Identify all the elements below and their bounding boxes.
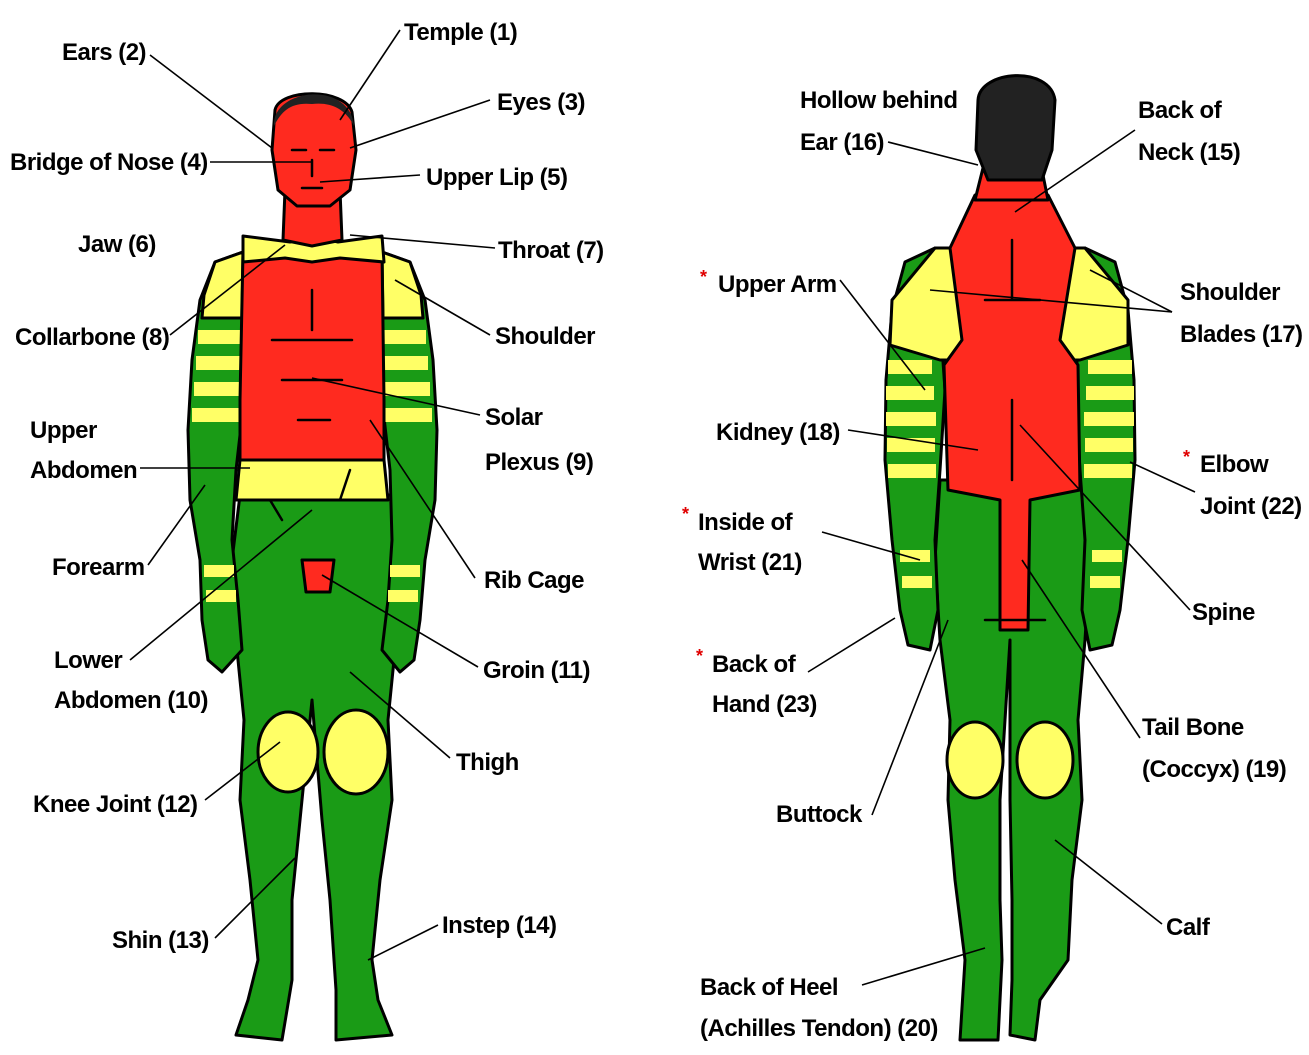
label-shin: Shin (13) <box>112 927 209 954</box>
label-throat: Throat (7) <box>498 237 604 264</box>
back-right-knee-region <box>947 722 1003 798</box>
label-hollow-behind-ear-1: Hollow behind <box>800 87 957 114</box>
marker-elbow-joint: * <box>1183 447 1190 467</box>
label-inside-of-wrist-1: Inside of <box>698 509 794 536</box>
back-left-knee-region <box>1017 722 1073 798</box>
label-spine: Spine <box>1192 599 1255 626</box>
label-shoulder-blades-1: Shoulder <box>1180 279 1280 306</box>
label-back-of-hand-2: Hand (23) <box>712 691 817 718</box>
front-figure <box>188 94 437 1040</box>
label-collarbone: Collarbone (8) <box>15 324 169 351</box>
label-upper-abdomen-2: Abdomen <box>30 457 137 484</box>
label-shoulder-blades-2: Blades (17) <box>1180 321 1303 348</box>
label-inside-of-wrist-2: Wrist (21) <box>698 549 802 576</box>
marker-upper-arm: * <box>700 267 707 287</box>
label-upper-abdomen-1: Upper <box>30 417 97 444</box>
label-eyes: Eyes (3) <box>497 89 585 116</box>
label-elbow-joint-2: Joint (22) <box>1200 493 1302 520</box>
label-back-of-heel-1: Back of Heel <box>700 974 838 1001</box>
label-groin: Groin (11) <box>483 657 590 684</box>
front-groin-region <box>302 560 334 592</box>
label-back-of-neck-1: Back of <box>1138 97 1223 124</box>
front-right-shoulder-cap <box>202 252 243 318</box>
label-upper-lip: Upper Lip (5) <box>426 164 568 191</box>
label-rib-cage: Rib Cage <box>484 567 584 594</box>
label-elbow-joint-1: Elbow <box>1200 451 1269 478</box>
label-tail-bone-2: (Coccyx) (19) <box>1142 756 1286 783</box>
front-upper-abdomen-band <box>236 460 388 500</box>
label-lower-abdomen-1: Lower <box>54 647 122 674</box>
label-thigh: Thigh <box>456 749 519 776</box>
label-lower-abdomen-2: Abdomen (10) <box>54 687 208 714</box>
label-hollow-behind-ear-2: Ear (16) <box>800 129 884 156</box>
label-kidney: Kidney (18) <box>716 419 840 446</box>
marker-back-of-hand: * <box>696 646 703 666</box>
front-torso-region <box>240 252 384 460</box>
label-ears: Ears (2) <box>62 39 146 66</box>
marker-inside-of-wrist: * <box>682 504 689 524</box>
label-shoulder: Shoulder <box>495 323 595 350</box>
label-bridge-of-nose: Bridge of Nose (4) <box>10 149 208 176</box>
label-back-of-heel-2: (Achilles Tendon) (20) <box>700 1015 938 1042</box>
back-figure <box>885 76 1135 1040</box>
label-solar-plexus-1: Solar <box>485 404 543 431</box>
label-solar-plexus-2: Plexus (9) <box>485 449 593 476</box>
label-upper-arm: Upper Arm <box>718 271 837 298</box>
label-buttock: Buttock <box>776 801 863 828</box>
label-jaw: Jaw (6) <box>78 231 156 258</box>
label-temple: Temple (1) <box>404 19 517 46</box>
label-knee-joint: Knee Joint (12) <box>33 791 198 818</box>
label-tail-bone-1: Tail Bone <box>1142 714 1244 741</box>
label-back-of-hand-1: Back of <box>712 651 797 678</box>
back-head-region <box>976 76 1055 180</box>
label-back-of-neck-2: Neck (15) <box>1138 139 1240 166</box>
front-left-knee-region <box>324 710 388 794</box>
label-forearm: Forearm <box>52 554 145 581</box>
label-calf: Calf <box>1166 914 1211 941</box>
label-instep: Instep (14) <box>442 912 557 939</box>
